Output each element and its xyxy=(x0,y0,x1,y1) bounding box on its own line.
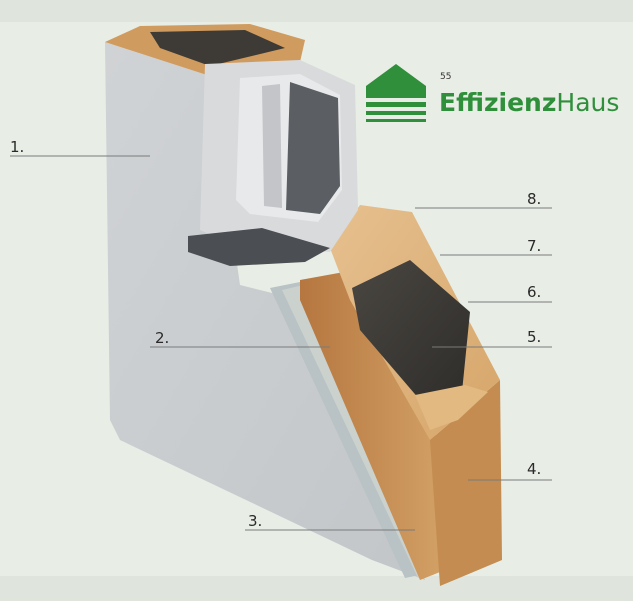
label-8: 8. xyxy=(527,190,542,208)
house-icon xyxy=(366,64,426,122)
ground-strip xyxy=(0,576,633,601)
label-3: 3. xyxy=(248,512,263,530)
label-4: 4. xyxy=(527,460,542,478)
window-sill xyxy=(188,228,330,266)
label-1: 1. xyxy=(10,138,25,156)
logo-word-regular: Haus xyxy=(556,88,620,117)
top-strip xyxy=(0,0,633,22)
label-6: 6. xyxy=(527,283,542,301)
label-5: 5. xyxy=(527,328,542,346)
logo-number: 55 xyxy=(440,72,452,82)
effizienzhaus-logo: 55 EffizienzHaus xyxy=(366,62,628,124)
timber-lower-piece xyxy=(415,385,488,430)
wall-top-insulation xyxy=(150,30,285,66)
label-2: 2. xyxy=(155,329,170,347)
label-7: 7. xyxy=(527,237,542,255)
window-mullion xyxy=(262,84,282,208)
insulation-core xyxy=(352,260,470,400)
timber-side-face xyxy=(430,380,502,586)
fiberboard-layer xyxy=(270,282,420,578)
leader-lines xyxy=(10,155,552,531)
logo-wordmark: EffizienzHaus xyxy=(439,88,619,117)
logo-word-bold: Effizienz xyxy=(439,88,557,117)
window-glass xyxy=(286,82,340,214)
